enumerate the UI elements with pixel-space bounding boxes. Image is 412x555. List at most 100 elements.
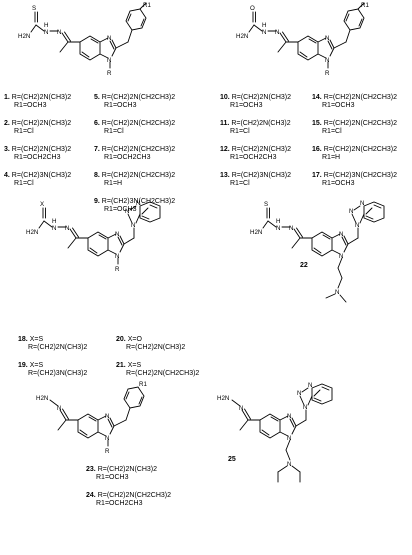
compound-number: 11. xyxy=(220,120,230,127)
substituent-r: R=(CH2)2N(CH2CH3)2 xyxy=(101,120,176,127)
atom-label: N xyxy=(276,225,280,232)
structure-hydrazone-benzyl: H2N N N N R R1 xyxy=(36,381,147,455)
substituent-r1: R1=OCH2CH3 xyxy=(104,154,151,161)
atom-label: N xyxy=(239,405,243,412)
atom-label: H2N xyxy=(236,33,248,40)
substituent-r: R=(CH2)2N(CH2CH3)2 xyxy=(101,94,176,101)
atom-label: N xyxy=(262,29,266,36)
compound-number: 2. xyxy=(4,120,10,127)
substituent-r1: R1=OCH2CH3 xyxy=(96,500,143,507)
atom-label: N xyxy=(355,222,359,229)
atom-label: N xyxy=(287,435,291,442)
substituent-r: R=(CH2)2N(CH3)2 xyxy=(231,94,292,101)
compound-number: 18. xyxy=(18,336,28,343)
compound-number: 24. xyxy=(86,492,96,499)
atom-label: H2N xyxy=(250,229,262,236)
compound-number: 7. xyxy=(94,146,100,153)
atom-label: N xyxy=(339,231,343,238)
compound-number: 14. xyxy=(312,94,322,101)
structure-compound-22: S N N H H2N N N N N N N xyxy=(250,200,385,303)
substituent-r1: R1=OCH3 xyxy=(104,206,137,213)
atom-label: N xyxy=(131,222,135,229)
substituent-r1: R1=Cl xyxy=(14,180,34,187)
compound-number-22: 22 xyxy=(300,262,308,269)
atom-label: N xyxy=(57,405,61,412)
atom-label: N xyxy=(115,231,119,238)
compound-number: 16. xyxy=(312,146,322,153)
substituent-r1: R1=OCH3 xyxy=(230,102,263,109)
compound-number: 4. xyxy=(4,172,10,179)
substituent-r1: R1=Cl xyxy=(230,180,250,187)
atom-label: N xyxy=(115,253,119,260)
substituent-r1: R1=OCH2CH3 xyxy=(230,154,277,161)
compound-number: 20. xyxy=(116,336,126,343)
atom-label: N xyxy=(339,253,343,260)
substituent-r1: R1=OCH3 xyxy=(322,180,355,187)
atom-label: N xyxy=(107,35,111,42)
atom-label: N xyxy=(125,208,129,215)
atom-label: N xyxy=(297,390,301,397)
compound-number: 5. xyxy=(94,94,100,101)
atom-label: R1 xyxy=(143,2,151,9)
atom-label: N xyxy=(105,413,109,420)
atom-label: X xyxy=(40,201,44,208)
compound-number: 10. xyxy=(220,94,230,101)
atom-label: R xyxy=(325,70,330,77)
atom-label: S xyxy=(264,201,268,208)
atom-label: S xyxy=(32,5,36,12)
atom-label: N xyxy=(303,404,307,411)
atom-label: N xyxy=(335,289,339,296)
substituent-r: R=(CH2)2N(CH3)2 xyxy=(11,146,72,153)
atom-label: R1 xyxy=(361,2,369,9)
compound-number: 23. xyxy=(86,466,96,473)
atom-label: H2N xyxy=(26,229,38,236)
atom-label: R1 xyxy=(139,381,147,388)
substituent-r: R=(CH2)2N(CH2CH3)2 xyxy=(101,146,176,153)
substituent-r1: R1=H xyxy=(104,180,123,187)
atom-label: H2N xyxy=(36,395,48,402)
substituent-x: X=S xyxy=(29,336,44,343)
compound-number: 3. xyxy=(4,146,10,153)
substituent-r1: R1=OCH2CH3 xyxy=(14,154,61,161)
atom-label: N xyxy=(136,200,140,207)
structure-compound-25: H2N N N N N N N N xyxy=(217,382,333,483)
substituent-r1: R1=Cl xyxy=(14,128,34,135)
substituent-r: R=(CH2)2N(CH3)2 xyxy=(11,120,72,127)
substituent-r: R=(CH2)2N(CH3)2 xyxy=(126,344,186,351)
substituent-r: R=(CH2)2N(CH3)2 xyxy=(231,146,292,153)
atom-label: N xyxy=(52,225,56,232)
atom-label: N xyxy=(287,413,291,420)
substituent-r: R=(CH2)3N(CH2CH3)2 xyxy=(323,172,398,179)
atom-label: N xyxy=(65,225,69,232)
substituent-r: R=(CH2)2N(CH2CH3)2 xyxy=(323,94,398,101)
substituent-r1: R1=OCH3 xyxy=(96,474,129,481)
compound-number: 17. xyxy=(312,172,322,179)
compound-number: 15. xyxy=(312,120,322,127)
substituent-r1: R1=H xyxy=(322,154,341,161)
substituent-r: R=(CH2)2N(CH2CH3)2 xyxy=(101,172,176,179)
substituent-r: R=(CH2)3N(CH3)2 xyxy=(231,172,292,179)
substituent-r: R=(CH2)3N(CH3)2 xyxy=(28,370,88,377)
compound-number: 21. xyxy=(116,362,126,369)
atom-label: N xyxy=(325,57,329,64)
substituent-r: R=(CH2)2N(CH3)2 xyxy=(28,344,88,351)
atom-label: N xyxy=(105,435,109,442)
substituent-r: R=(CH2)2N(CH2CH3)2 xyxy=(323,120,398,127)
